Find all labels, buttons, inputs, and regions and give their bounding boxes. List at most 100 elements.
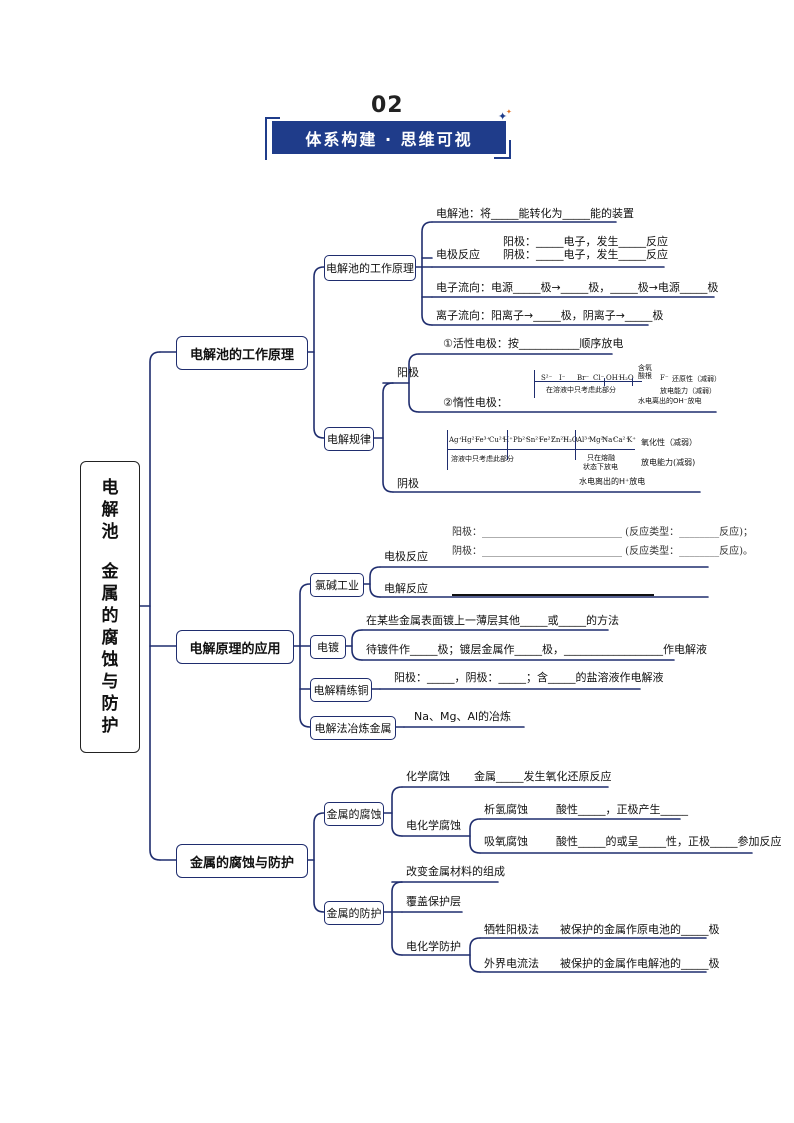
svg-text:✦: ✦ xyxy=(498,110,507,123)
reducing-note: 还原性（减弱） xyxy=(672,375,721,383)
root-char: 防 xyxy=(101,694,119,714)
species-label: Ag⁺ xyxy=(449,436,463,444)
text-ca-anode: 阳极：____________________________ (反应类型：__… xyxy=(452,527,753,538)
root-char: 蚀 xyxy=(101,650,119,670)
text-electron-flow: 电子流向：电源_____极→_____极，_____极→电源_____极 xyxy=(436,281,719,294)
header-title: 体系构建 · 思维可视 xyxy=(272,121,506,154)
species-label: Zn²⁺ xyxy=(551,436,567,444)
species-label: Cl⁻ xyxy=(593,374,605,382)
species-label: Fe²⁺ xyxy=(539,436,555,444)
node-electrolysis-rules: 电解规律 xyxy=(324,427,374,451)
water-note: 水电离出的H⁺放电 xyxy=(579,477,646,486)
text-electrode-reaction: 电极反应 xyxy=(436,248,480,261)
root-topic: 电 解 池 金 属 的 腐 蚀 与 防 护 xyxy=(80,461,140,753)
node-copper-refining: 电解精练铜 xyxy=(310,678,372,702)
text-chemical-corrosion: 化学腐蚀 xyxy=(406,770,450,783)
scale-tick xyxy=(507,430,508,460)
branch-corrosion-protection: 金属的腐蚀与防护 xyxy=(176,844,308,878)
cathode-scale: Ag⁺ Hg²⁺ Fe³⁺ Cu²⁺ H⁺ Pb²⁺ Sn²⁺ Fe²⁺ Zn²… xyxy=(447,430,707,488)
text-electrochemical-corrosion: 电化学腐蚀 xyxy=(406,819,461,832)
text-electrochemical-protection: 电化学防护 xyxy=(406,940,461,953)
section-number: 02 xyxy=(371,93,404,118)
species-label: H₂O xyxy=(563,436,578,444)
root-char: 电 xyxy=(101,478,119,498)
root-char: 与 xyxy=(101,672,119,692)
text-impressed-current-desc: 被保护的金属作电解池的_____极 xyxy=(560,957,720,970)
species-label: Mg²⁺ xyxy=(589,436,608,444)
text-chemical-corrosion-desc: 金属_____发生氧化还原反应 xyxy=(474,770,612,783)
text-ca-electrode-reaction: 电极反应 xyxy=(384,550,428,563)
species-label: Fe³⁺ xyxy=(475,436,491,444)
node-electroplating: 电镀 xyxy=(310,635,346,659)
text-inert-electrode: ②惰性电极： xyxy=(443,396,508,409)
scale-tick xyxy=(534,370,535,398)
text-oxygen-absorption: 吸氧腐蚀 xyxy=(484,835,528,848)
header-frame: ✦ ✦ xyxy=(265,108,512,160)
species-label: Sn²⁺ xyxy=(526,436,542,444)
text-change-composition: 改变金属材料的组成 xyxy=(406,865,505,878)
branch-applications: 电解原理的应用 xyxy=(176,630,294,664)
text-plating-2: 待镀件作_____极；镀层金属作_____极，_________________… xyxy=(366,643,707,656)
root-char: 护 xyxy=(101,716,119,736)
species-label: I⁻ xyxy=(559,374,566,382)
root-char: 腐 xyxy=(101,628,119,648)
species-label: K⁺ xyxy=(627,436,636,444)
text-anode: 阳极：_____电子，发生_____反应 xyxy=(503,235,668,248)
anode-scale: S²⁻ I⁻ Br⁻ Cl⁻ OH⁻ H₂O F⁻ 含氧酸根 在溶液中只考虑此部… xyxy=(534,364,721,408)
melt-note-2: 状态下放电 xyxy=(583,463,618,471)
scale-bar xyxy=(447,449,635,450)
text-cathode-label: 阴极 xyxy=(397,477,419,490)
solution-note: 在溶液中只考虑此部分 xyxy=(546,386,616,394)
scale-bar xyxy=(534,381,642,382)
species-label: Al³⁺ xyxy=(577,436,591,444)
root-char: 属 xyxy=(101,584,119,604)
species-label: Ca²⁺ xyxy=(613,436,630,444)
node-corrosion: 金属的腐蚀 xyxy=(324,802,384,826)
oxyacid-note: 含氧酸根 xyxy=(638,364,652,380)
scale-tick xyxy=(632,378,633,386)
species-label: Pb²⁺ xyxy=(513,436,529,444)
root-char: 金 xyxy=(101,562,119,582)
text-protective-coating: 覆盖保护层 xyxy=(406,895,461,908)
text-ca-cathode: 阴极：____________________________ (反应类型：__… xyxy=(452,546,753,557)
water-note: 水电离出的OH⁻放电 xyxy=(638,397,702,405)
root-char: 池 xyxy=(101,522,119,542)
node-chlor-alkali: 氯碱工业 xyxy=(310,573,364,597)
node-protection: 金属的防护 xyxy=(324,901,384,925)
text-definition: 电解池：将_____能转化为_____能的装置 xyxy=(436,207,634,220)
species-label: Cu²⁺ xyxy=(489,436,506,444)
species-label: S²⁻ xyxy=(541,374,553,382)
text-refining: 阳极：_____，阴极：_____；含_____的盐溶液作电解液 xyxy=(394,671,664,684)
melt-note: 只在熔融 xyxy=(587,454,615,462)
answer-line xyxy=(452,594,654,596)
text-hydrogen-evolution-desc: 酸性_____，正极产生_____ xyxy=(556,803,688,816)
scale-tick xyxy=(604,378,605,386)
text-ca-electrolysis: 电解反应 xyxy=(384,582,428,595)
text-impressed-current: 外界电流法 xyxy=(484,957,539,970)
branch-electrolytic-cell-principle: 电解池的工作原理 xyxy=(176,336,308,370)
discharge-note: 放电能力（减弱） xyxy=(660,387,716,395)
text-cathode: 阴极：_____电子，发生_____反应 xyxy=(503,248,668,261)
text-smelting: Na、Mg、Al的冶炼 xyxy=(414,710,512,723)
species-label: Hg²⁺ xyxy=(461,436,479,444)
svg-text:✦: ✦ xyxy=(506,108,512,116)
node-metal-smelting: 电解法冶炼金属 xyxy=(310,716,396,740)
oxidizing-note: 氧化性（减弱） xyxy=(641,438,697,447)
text-sacrificial-anode: 牺牲阳极法 xyxy=(484,923,539,936)
species-label: OH⁻ xyxy=(606,374,622,382)
node-working-principle: 电解池的工作原理 xyxy=(324,255,416,281)
solution-note: 溶液中只考虑此部分 xyxy=(451,455,514,463)
species-label: Br⁻ xyxy=(577,374,590,382)
text-ion-flow: 离子流向：阳离子→_____极，阴离子→_____极 xyxy=(436,309,664,322)
text-hydrogen-evolution: 析氢腐蚀 xyxy=(484,803,528,816)
scale-tick xyxy=(575,430,576,460)
species-label: H₂O xyxy=(619,374,634,382)
species-label: F⁻ xyxy=(660,374,669,382)
root-char: 的 xyxy=(101,606,119,626)
root-char: 解 xyxy=(101,500,119,520)
discharge-note: 放电能力(减弱) xyxy=(641,458,696,467)
scale-tick xyxy=(447,430,448,470)
text-active-electrode: ①活性电极：按___________顺序放电 xyxy=(443,337,624,350)
text-plating-1: 在某些金属表面镀上一薄层其他_____或_____的方法 xyxy=(366,614,619,627)
